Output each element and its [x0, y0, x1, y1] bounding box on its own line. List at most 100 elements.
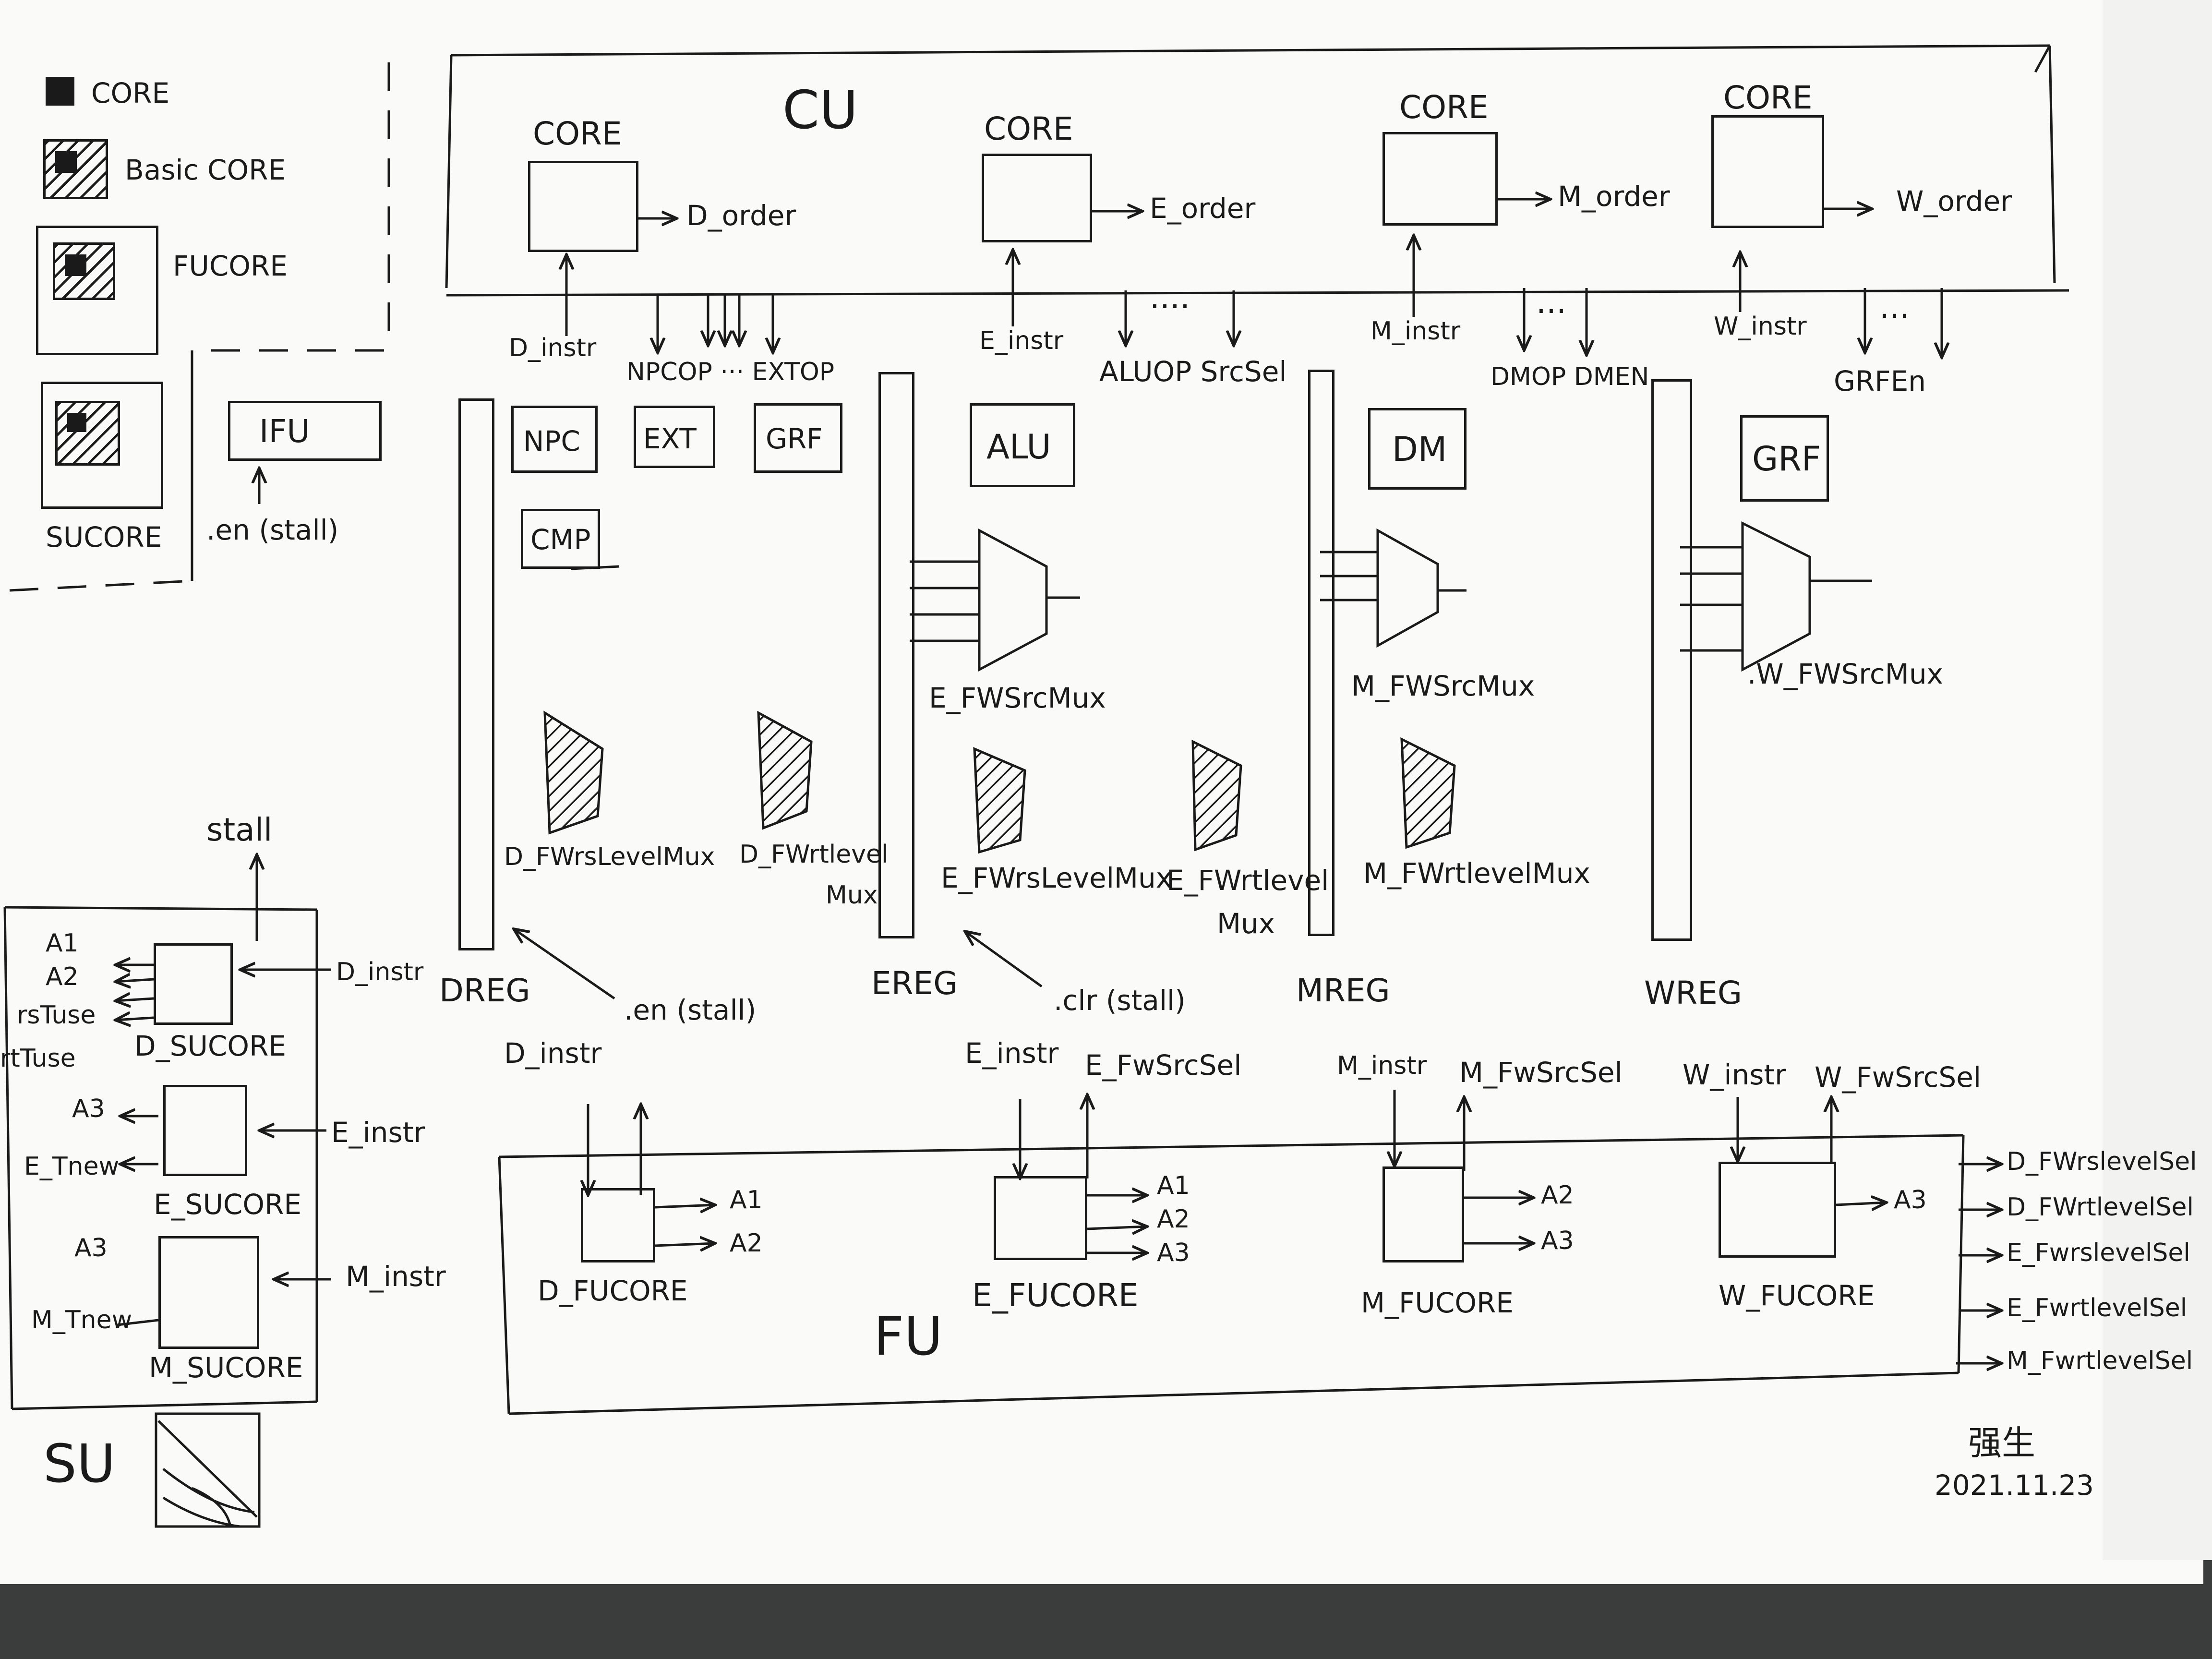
m-fucore-label: M_FUCORE — [1361, 1286, 1514, 1319]
w-fucore-label: W_FUCORE — [1719, 1279, 1875, 1312]
m-instr-label: M_instr — [1370, 317, 1461, 346]
mreg-bar — [1308, 370, 1334, 936]
su-e-out-a3: A3 — [72, 1094, 105, 1123]
e-rtlevel-mux-label-2: Mux — [1217, 907, 1275, 940]
e-control-signals: ALUOP SrcSel — [1099, 355, 1287, 388]
m-fucore — [1382, 1166, 1464, 1262]
wreg-bar — [1651, 379, 1692, 941]
d-cu-core — [528, 161, 638, 252]
npc-label: NPC — [523, 425, 580, 457]
e-instr-label: E_instr — [979, 326, 1064, 355]
su-m-out-tnew: M_Tnew — [31, 1306, 132, 1334]
cu-core-label: CORE — [1723, 79, 1813, 116]
w-cu-core — [1711, 115, 1824, 228]
cu-core-label: CORE — [1399, 89, 1489, 126]
fu-m-instr-label: M_instr — [1337, 1051, 1427, 1080]
legend-fucore-label: FUCORE — [173, 250, 288, 282]
w-fwsrc-mux-label: .W_FWSrcMux — [1747, 658, 1943, 690]
su-e-instr-label: E_instr — [331, 1116, 425, 1149]
fu-e-sel-label: E_FwSrcSel — [1085, 1049, 1242, 1082]
ifu-block: IFU — [228, 401, 382, 461]
m-order-label: M_order — [1558, 180, 1670, 213]
sucore-legend-swatch — [41, 382, 163, 509]
dreg-label: DREG — [439, 972, 530, 1009]
m-signal-dots: ··· — [1536, 293, 1566, 330]
core-legend-swatch — [46, 77, 74, 106]
m-sucore-label: M_SUCORE — [149, 1351, 303, 1384]
d-control-signals: NPCOP ··· EXTOP — [626, 358, 835, 386]
legend-sucore-label: SUCORE — [46, 521, 162, 553]
su-out-a1: A1 — [46, 929, 79, 958]
dm-block: DM — [1368, 408, 1467, 490]
d-order-label: D_order — [686, 199, 796, 232]
signature-date: 2021.11.23 — [1935, 1469, 2094, 1502]
fucore-legend-swatch — [36, 226, 158, 355]
e-cu-core — [982, 154, 1092, 242]
w-order-label: W_order — [1896, 185, 2012, 217]
wreg-label: WREG — [1644, 974, 1742, 1011]
cu-core-label: CORE — [533, 115, 622, 152]
cu-title: CU — [782, 79, 858, 141]
dm-label: DM — [1392, 430, 1447, 469]
grf-w-label: GRF — [1752, 439, 1821, 479]
legend-basic-core-label: Basic CORE — [125, 154, 286, 186]
fu-e-out-a1: A1 — [1157, 1171, 1190, 1200]
fu-w-instr-label: W_instr — [1683, 1058, 1787, 1091]
e-sucore — [163, 1085, 247, 1176]
w-signal-dots: ··· — [1879, 298, 1910, 335]
fu-d-instr-label: D_instr — [504, 1037, 602, 1070]
d-sucore-label: D_SUCORE — [134, 1030, 287, 1062]
d-rslevel-mux-label: D_FWrsLevelMux — [504, 842, 715, 871]
ext-block: EXT — [634, 406, 715, 468]
fu-e-instr-label: E_instr — [965, 1037, 1059, 1070]
e-fwsrc-mux-label: E_FWSrcMux — [929, 682, 1106, 714]
alu-label: ALU — [986, 427, 1051, 467]
dreg-enable-label: .en (stall) — [624, 994, 757, 1026]
fu-w-out-a3: A3 — [1894, 1186, 1927, 1214]
m-fwsrc-mux-label: M_FWSrcMux — [1351, 670, 1535, 702]
npc-block: NPC — [511, 406, 598, 473]
su-out-rttuse: rtTuse — [0, 1044, 76, 1073]
grf-d-label: GRF — [766, 422, 823, 455]
fu-title: FU — [874, 1306, 943, 1367]
fu-m-out-a2: A2 — [1541, 1181, 1574, 1210]
su-out-a2: A2 — [46, 962, 79, 991]
legend-core-label: CORE — [91, 77, 170, 109]
fu-output-e-rt: E_FwrtlevelSel — [2007, 1294, 2188, 1322]
basic-core-legend-swatch — [43, 139, 108, 199]
author-signature: 强生 — [1968, 1423, 2035, 1463]
cmp-block: CMP — [521, 509, 600, 569]
e-order-label: E_order — [1150, 192, 1256, 225]
e-sucore-label: E_SUCORE — [154, 1188, 302, 1221]
m-control-signals: DMOP DMEN — [1491, 362, 1649, 391]
w-instr-label: W_instr — [1714, 312, 1807, 341]
paper-sheet-edge — [2103, 0, 2212, 1560]
ereg-bar — [878, 372, 914, 938]
su-m-instr-label: M_instr — [346, 1260, 446, 1293]
ifu-label: IFU — [259, 413, 310, 450]
m-sucore — [158, 1236, 259, 1349]
mreg-label: MREG — [1296, 972, 1390, 1009]
fu-d-out-a1: A1 — [730, 1186, 763, 1214]
e-signal-dots: ···· — [1150, 288, 1190, 325]
cu-core-label: CORE — [984, 110, 1073, 147]
w-fucore — [1719, 1162, 1836, 1258]
ext-label: EXT — [643, 422, 697, 455]
su-out-rstuse: rsTuse — [17, 1001, 96, 1030]
ifu-enable-label: .en (stall) — [206, 514, 339, 546]
d-rtlevel-mux-label-2: Mux — [826, 881, 878, 910]
d-rtlevel-mux-label: D_FWrtlevel — [739, 840, 889, 869]
ereg-label: EREG — [871, 965, 958, 1002]
w-control-signals: GRFEn — [1834, 365, 1926, 397]
e-fucore — [994, 1176, 1087, 1260]
fu-m-out-a3: A3 — [1541, 1226, 1574, 1255]
m-rtlevel-mux-label: M_FWrtlevelMux — [1363, 857, 1590, 890]
grf-d-block: GRF — [754, 403, 842, 473]
e-rtlevel-mux-label: E_FWrtlevel — [1166, 864, 1329, 897]
grf-w-block: GRF — [1740, 415, 1829, 502]
d-instr-label: D_instr — [509, 334, 597, 362]
fu-output-e-rs: E_FwrslevelSel — [2007, 1238, 2190, 1267]
fu-e-out-a3: A3 — [1157, 1238, 1190, 1267]
e-rslevel-mux-label: E_FWrsLevelMux — [941, 862, 1173, 894]
